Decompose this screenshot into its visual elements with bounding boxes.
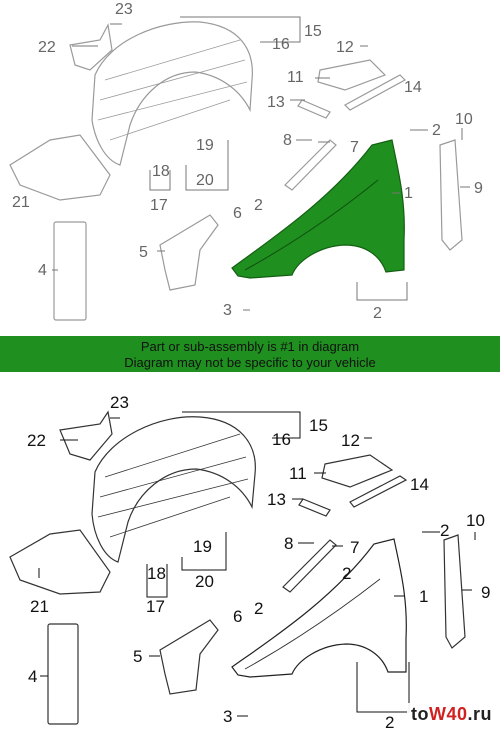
callout-21: 21 (12, 194, 30, 211)
banner-line-2: Diagram may not be specific to your vehi… (124, 355, 376, 370)
clip-part-13 (298, 498, 331, 517)
callout-2-top-a: 2 (432, 122, 441, 139)
hardware-box (53, 221, 87, 321)
callout-2-bottom-b: 2 (385, 713, 394, 732)
bracket-part-22 (59, 410, 113, 461)
callout-23: 23 (110, 393, 129, 412)
liner-ribs (97, 39, 248, 141)
seal-part-9 (443, 534, 466, 649)
callout-13: 13 (267, 94, 285, 111)
callout-2-top-c: 2 (254, 197, 263, 214)
callout-6: 6 (233, 607, 242, 626)
info-banner: Part or sub-assembly is #1 in diagram Di… (0, 336, 500, 372)
watermark-suffix: .ru (467, 704, 492, 724)
callout-1: 1 (404, 185, 413, 202)
callout-19: 19 (193, 537, 212, 556)
callout-15: 15 (304, 23, 322, 40)
trim-part-14 (344, 74, 406, 111)
liner-part (91, 21, 253, 166)
callout-2-bottom-a: 2 (440, 521, 449, 540)
fender-highlight (231, 139, 405, 279)
callout-21: 21 (30, 597, 49, 616)
callout-11: 11 (287, 69, 304, 86)
callout-19: 19 (196, 137, 214, 154)
strip-part-7 (284, 139, 337, 191)
callout-1: 1 (419, 587, 428, 606)
callout-11: 11 (289, 464, 307, 483)
fender-crease (244, 578, 381, 670)
liner-part (91, 416, 256, 563)
bottom-leader-lines (38, 411, 476, 717)
watermark-brand: W40 (428, 704, 468, 724)
callout-16: 16 (272, 36, 290, 53)
callout-5: 5 (139, 244, 148, 261)
top-parts-diagram: 23 22 15 16 12 11 14 13 8 7 2 10 1 9 2 2… (9, 1, 483, 322)
site-watermark: toW40.ru (406, 703, 496, 726)
callout-4: 4 (38, 262, 47, 279)
splash-shield-part (9, 529, 111, 595)
callout-2-top-b: 2 (373, 305, 382, 322)
callout-12: 12 (336, 39, 354, 56)
callout-4: 4 (28, 667, 37, 686)
watermark-prefix: to (410, 704, 429, 724)
callout-12: 12 (341, 431, 360, 450)
liner-ribs (97, 433, 249, 538)
callout-9: 9 (481, 583, 490, 602)
callout-22: 22 (38, 39, 56, 56)
bottom-parts-diagram: 23 22 15 16 12 11 14 13 8 7 2 10 1 9 2 2… (9, 393, 490, 732)
callout-15: 15 (309, 416, 328, 435)
banner-line-1: Part or sub-assembly is #1 in diagram (140, 339, 360, 354)
splash-shield-part (9, 134, 111, 201)
callout-17: 17 (150, 197, 168, 214)
callout-8: 8 (284, 534, 293, 553)
callout-2-bottom-c: 2 (254, 599, 263, 618)
callout-22: 22 (27, 431, 46, 450)
bracket-part-5 (159, 619, 219, 695)
callout-10: 10 (466, 511, 485, 530)
callout-14: 14 (404, 79, 422, 96)
callout-18: 18 (152, 163, 170, 180)
callout-10: 10 (455, 111, 473, 128)
clip-part-13 (297, 99, 331, 119)
callout-3: 3 (223, 707, 232, 726)
bottom-diagram-panel: 23 22 15 16 12 11 14 13 8 7 2 10 1 9 2 2… (0, 372, 500, 732)
callout-20: 20 (195, 572, 214, 591)
bracket-part-5 (159, 214, 219, 291)
fender-crease (244, 179, 379, 271)
callout-14: 14 (410, 475, 429, 494)
callout-9: 9 (474, 180, 483, 197)
callout-3: 3 (223, 302, 232, 319)
callout-17: 17 (146, 597, 165, 616)
callout-6: 6 (233, 205, 242, 222)
callout-7: 7 (350, 139, 359, 156)
callout-5: 5 (133, 647, 142, 666)
strip-part-7 (282, 539, 337, 593)
callout-7: 7 (350, 538, 359, 557)
trim-part-14 (349, 475, 408, 508)
callout-13: 13 (267, 490, 286, 509)
top-leader-lines (52, 16, 470, 311)
seal-part-9 (439, 139, 463, 251)
trim-part-11 (321, 454, 394, 488)
callout-23: 23 (115, 1, 133, 18)
trim-part-11 (317, 59, 387, 91)
bracket-part-22 (69, 23, 113, 71)
callout-8: 8 (283, 132, 292, 149)
top-diagram-panel: 23 22 15 16 12 11 14 13 8 7 2 10 1 9 2 2… (0, 0, 500, 336)
callout-16: 16 (272, 430, 291, 449)
callout-18: 18 (147, 564, 166, 583)
callout-20: 20 (196, 172, 214, 189)
callout-2-bottom-d: 2 (342, 564, 351, 583)
fender-outline (231, 538, 407, 678)
hardware-box (47, 623, 79, 725)
